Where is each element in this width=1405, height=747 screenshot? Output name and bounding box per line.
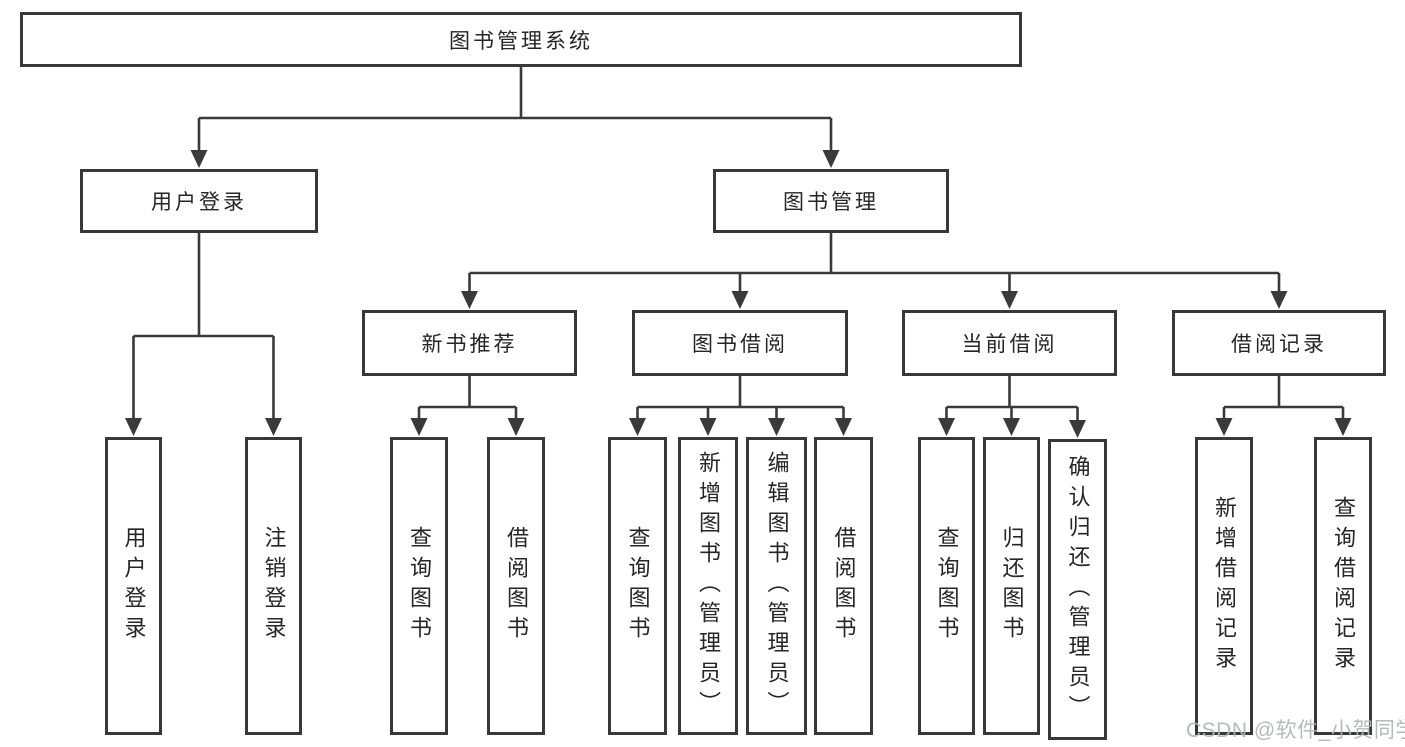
leaf-query-books-recommend-label: 查询图书 [407,526,432,646]
arrowhead [507,418,525,436]
leaf-return-books-label: 归还图书 [999,526,1025,646]
arrowhead [265,418,282,436]
leaf-query-books-borrowing: 查询图书 [608,437,667,735]
leaf-query-books-recommend: 查询图书 [390,437,448,735]
leaf-add-books-admin: 新增图书（管理员） [678,437,738,735]
node-user-login: 用户登录 [80,169,318,233]
arrowhead [125,418,142,436]
leaf-query-books-current-label: 查询图书 [934,526,960,646]
csdn-watermark: CSDN @软件_小贺同学 [1186,719,1405,742]
node-borrowing-records-label: 借阅记录 [1231,333,1327,356]
leaf-add-books-admin-label: 新增图书（管理员） [696,451,721,721]
node-book-borrowing: 图书借阅 [632,310,848,376]
leaf-borrow-books: 借阅图书 [814,437,873,735]
leaf-confirm-return-admin-label: 确认归还（管理员） [1065,454,1091,725]
leaf-confirm-return-admin: 确认归还（管理员） [1048,439,1107,740]
node-book-management: 图书管理 [713,169,949,233]
leaf-borrow-books-recommend: 借阅图书 [487,437,545,735]
node-book-borrowing-label: 图书借阅 [692,333,788,356]
arrowhead [1215,418,1233,436]
arrowhead [835,418,852,436]
leaf-borrow-books-recommend-label: 借阅图书 [504,526,529,646]
arrowhead [768,418,785,436]
leaf-user-login-label: 用户登录 [121,526,147,646]
node-user-login-label: 用户登录 [151,191,247,214]
arrowhead [938,418,955,436]
leaf-query-borrow-record-label: 查询借阅记录 [1331,496,1356,676]
arrowhead [731,291,749,309]
leaf-query-books-borrowing-label: 查询图书 [625,526,651,646]
node-new-book-recommend: 新书推荐 [362,310,577,376]
leaf-add-borrow-record: 新增借阅记录 [1195,437,1253,735]
leaf-query-books-current: 查询图书 [918,437,975,735]
leaf-borrow-books-label: 借阅图书 [831,526,857,646]
node-current-borrowing: 当前借阅 [902,310,1117,376]
arrowhead [1270,291,1288,309]
node-root-label: 图书管理系统 [449,29,593,53]
leaf-user-login: 用户登录 [105,437,162,735]
leaf-return-books: 归还图书 [983,437,1040,735]
node-book-management-label: 图书管理 [783,191,879,214]
arrowhead [190,150,208,168]
leaf-logout: 注销登录 [245,437,302,735]
arrowhead [1334,418,1352,436]
leaf-add-borrow-record-label: 新增借阅记录 [1212,496,1237,676]
leaf-edit-books-admin: 编辑图书（管理员） [746,437,807,735]
arrowhead [410,418,428,436]
node-new-book-recommend-label: 新书推荐 [421,333,518,356]
node-root: 图书管理系统 [20,12,1022,67]
node-borrowing-records: 借阅记录 [1172,310,1386,376]
arrowhead [1001,291,1018,309]
arrowhead [461,291,478,309]
node-current-borrowing-label: 当前借阅 [961,333,1058,356]
arrowhead [822,150,840,168]
leaf-query-borrow-record: 查询借阅记录 [1314,437,1372,735]
arrowhead [699,418,717,436]
leaf-edit-books-admin-label: 编辑图书（管理员） [764,451,790,721]
leaf-logout-label: 注销登录 [261,526,287,646]
arrowhead [629,418,646,436]
arrowhead [1003,418,1020,436]
arrowhead [1069,420,1086,438]
